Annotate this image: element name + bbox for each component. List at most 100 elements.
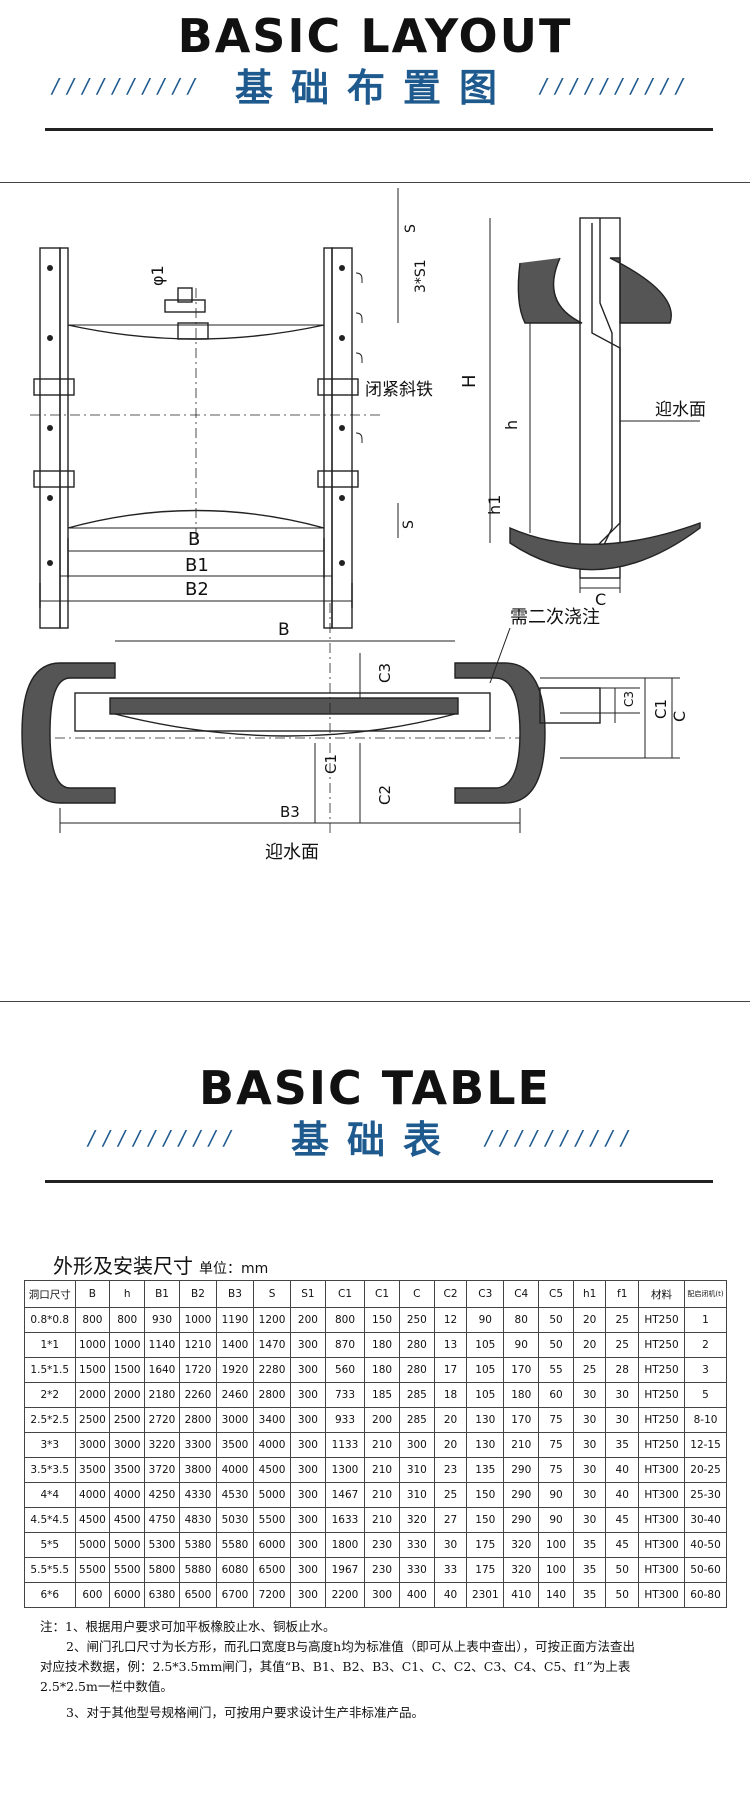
- table-cell: 6080: [215, 1557, 255, 1583]
- table-caption-text: 外形及安装尺寸: [53, 1254, 193, 1278]
- table-title-row: / / / / / / / / / / 基础表 / / / / / / / / …: [0, 1116, 750, 1164]
- table-cell: 3720: [144, 1457, 180, 1483]
- note-2b: 对应技术数据，例：2.5*3.5mm闸门，其值“B、B1、B2、B3、C1、C、…: [40, 1659, 631, 1674]
- table-cell: 130: [466, 1407, 505, 1433]
- table-cell: 25: [605, 1332, 640, 1358]
- table-cell: 1400: [215, 1332, 255, 1358]
- label-secondary-grout: 需二次浇注: [510, 607, 600, 628]
- table-cell: 733: [324, 1382, 366, 1408]
- table-cell: 17: [433, 1357, 468, 1383]
- table-cell: 4000: [252, 1432, 292, 1458]
- table-cell: 3*3: [24, 1432, 76, 1458]
- label-plan-b3: B3: [280, 803, 300, 821]
- table-cell: 280: [398, 1357, 435, 1383]
- label-detail-c3: C3: [622, 691, 636, 707]
- table-cell: 7200: [252, 1582, 292, 1608]
- table-cell: 5030: [215, 1507, 255, 1533]
- right-wedge-block-lower: [317, 470, 359, 488]
- table-cell: 5500: [252, 1507, 292, 1533]
- table-cell: 3000: [74, 1432, 111, 1458]
- table-cell: 180: [503, 1382, 540, 1408]
- table-cell: 18: [433, 1382, 468, 1408]
- table-cell: 150: [466, 1482, 505, 1508]
- label-detail-c1: C1: [652, 699, 670, 719]
- table-cell: 5: [684, 1382, 727, 1408]
- column-header: C2: [433, 1280, 468, 1308]
- rail-bolts: [47, 265, 345, 566]
- table-cell: 3500: [215, 1432, 255, 1458]
- table-cell: 90: [538, 1507, 574, 1533]
- table-cell: 300: [290, 1382, 326, 1408]
- table-cell: 8-10: [684, 1407, 727, 1433]
- table-cell: 3220: [144, 1432, 180, 1458]
- table-cell: 170: [503, 1357, 540, 1383]
- left-wedge-block-lower: [33, 470, 75, 488]
- label-detail-c: C: [670, 711, 689, 722]
- table-cell: 30: [572, 1382, 607, 1408]
- table-cell: 4750: [144, 1507, 180, 1533]
- label-b1: B1: [185, 555, 209, 576]
- table-title-en: BASIC TABLE: [199, 1061, 551, 1115]
- column-header: 洞口尺寸: [24, 1280, 76, 1308]
- table-cell: 30: [433, 1532, 468, 1558]
- label-s-bottom: S: [401, 520, 417, 529]
- table-cell: 45: [605, 1532, 640, 1558]
- table-cell: 75: [538, 1407, 574, 1433]
- table-cell: 175: [466, 1532, 505, 1558]
- table-cell: 5580: [215, 1532, 255, 1558]
- table-cell: HT300: [638, 1557, 686, 1583]
- table-cell: 20: [433, 1432, 468, 1458]
- note-2a: 2、闸门孔口尺寸为长方形，而孔口宽度B与高度h均为标准值（即可从上表中查出），可…: [66, 1639, 635, 1654]
- table-cell: 25: [433, 1482, 468, 1508]
- left-guide-rail-inner: [59, 247, 69, 629]
- label-c-side: C: [595, 590, 606, 609]
- table-cell: 60: [538, 1382, 574, 1408]
- table-cell: 4.5*4.5: [24, 1507, 76, 1533]
- table-cell: 5500: [109, 1557, 146, 1583]
- table-unit: 单位：mm: [199, 1261, 269, 1277]
- table-cell: 300: [290, 1507, 326, 1533]
- table-cell: HT300: [638, 1532, 686, 1558]
- slash-decoration-left: / / / / / / / / / /: [52, 74, 196, 98]
- table-cell: 210: [364, 1432, 400, 1458]
- column-header: C1: [364, 1280, 400, 1308]
- layout-drawing: φ1 S 3*S1 闭紧斜铁 B B1 B2 S H h h: [0, 182, 750, 1002]
- table-cell: 3: [684, 1357, 727, 1383]
- table-cell: 320: [503, 1532, 540, 1558]
- label-h1: h1: [485, 495, 504, 515]
- table-cell: 3000: [215, 1407, 255, 1433]
- table-cell: 6700: [215, 1582, 255, 1608]
- table-cell: 6*6: [24, 1582, 76, 1608]
- table-cell: 2: [684, 1332, 727, 1358]
- table-cell: 800: [74, 1307, 111, 1333]
- table-cell: 40: [605, 1457, 640, 1483]
- table-cell: 1633: [324, 1507, 366, 1533]
- table-cell: HT250: [638, 1357, 686, 1383]
- table-cell: 4250: [144, 1482, 180, 1508]
- table-cell: 100: [538, 1532, 574, 1558]
- plan-left-concrete: [21, 662, 116, 804]
- label-plan-b: B: [278, 620, 290, 640]
- table-cell: 5*5: [24, 1532, 76, 1558]
- table-cell: 180: [364, 1332, 400, 1358]
- table-cell: 35: [572, 1557, 607, 1583]
- table-cell: 1000: [178, 1307, 217, 1333]
- column-header: S: [252, 1280, 292, 1308]
- table-cell: 25-30: [684, 1482, 727, 1508]
- plan-view: [21, 603, 680, 833]
- table-title-cn: 基础表: [290, 1118, 459, 1162]
- table-cell: 2000: [74, 1382, 111, 1408]
- table-cell: 1: [684, 1307, 727, 1333]
- table-cell: 30: [572, 1507, 607, 1533]
- table-cell: 300: [290, 1407, 326, 1433]
- table-cell: 1920: [215, 1357, 255, 1383]
- table-cell: 13: [433, 1332, 468, 1358]
- table-cell: HT250: [638, 1382, 686, 1408]
- table-cell: 130: [466, 1432, 505, 1458]
- table-cell: 150: [466, 1507, 505, 1533]
